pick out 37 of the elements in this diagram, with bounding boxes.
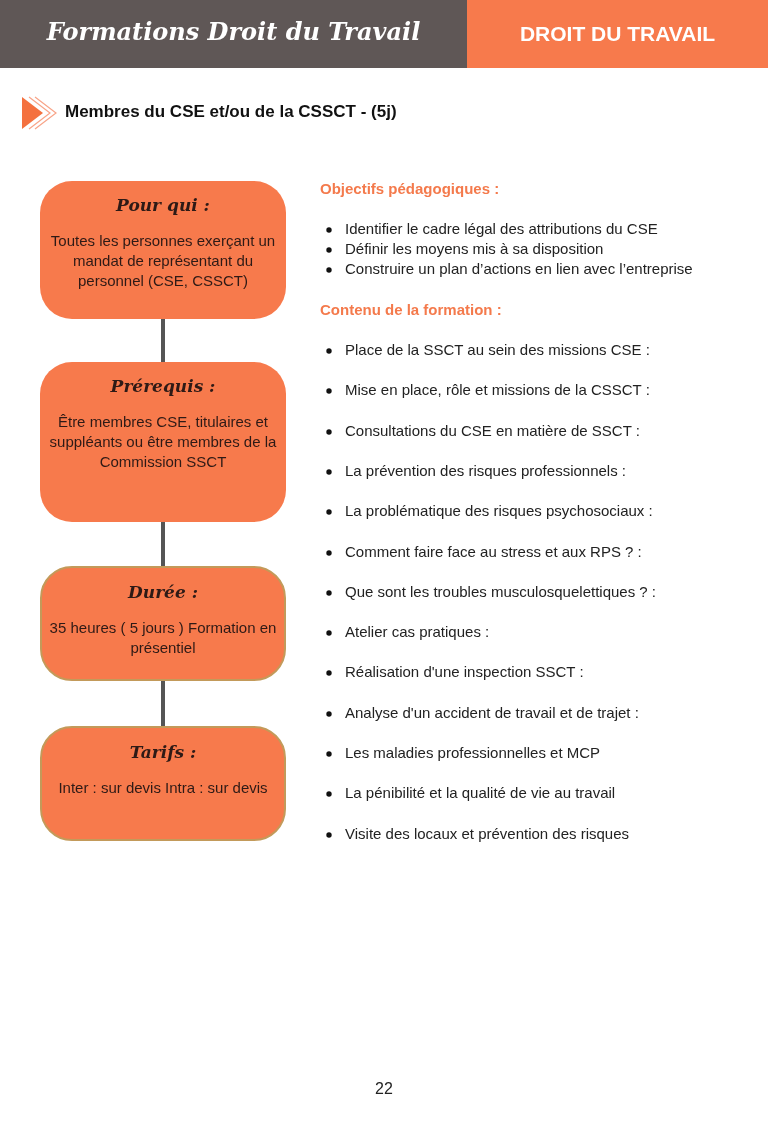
bullet-text: Définir les moyens mis à sa disposition bbox=[345, 240, 604, 257]
bullet-text: Place de la SSCT au sein des missions CSE : bbox=[345, 341, 650, 358]
section-heading: Contenu de la formation : bbox=[320, 301, 502, 318]
page-title: Formations Droit du Travail bbox=[45, 17, 422, 46]
bullet-text: Visite des locaux et prévention des risques bbox=[345, 824, 630, 842]
card-heading: Pour qui : bbox=[116, 195, 210, 215]
info-card bbox=[40, 362, 286, 522]
bullet-text: La prévention des risques professionnels : bbox=[345, 461, 626, 479]
card-text: 35 heures ( 5 jours ) Formation en présentiel bbox=[48, 618, 278, 658]
card-heading: Prérequis : bbox=[110, 376, 216, 396]
connector-line bbox=[161, 522, 165, 566]
bullet-text: Consultations du CSE en matière de SSCT : bbox=[345, 421, 640, 439]
bullet-text: Analyse d'un accident de travail et de trajet : bbox=[345, 703, 639, 721]
card-heading: Tarifs : bbox=[129, 742, 197, 762]
bullet-text: La problématique des risques psychosociaux : bbox=[345, 502, 653, 520]
bullet-text: Que sont les troubles musculosquelettiques ? : bbox=[345, 582, 656, 600]
card-text: Inter : sur devis Intra : sur devis bbox=[58, 778, 268, 798]
card-text: Toutes les personnes exerçant un mandat de représentant du personnel (CSE, CSSCT) bbox=[49, 231, 277, 291]
info-card bbox=[40, 566, 286, 681]
section-heading: Objectifs pédagogiques : bbox=[320, 180, 500, 197]
bullet-text: Comment faire face au stress et aux RPS ? : bbox=[345, 542, 642, 560]
bullet-text: Atelier cas pratiques : bbox=[345, 623, 490, 641]
section-label: DROIT DU TRAVAIL bbox=[518, 22, 717, 46]
bullet-text: Construire un plan d’actions en lien avec l’entreprise bbox=[345, 260, 693, 277]
info-card bbox=[40, 726, 286, 841]
connector-line bbox=[161, 319, 165, 362]
bullet-text: Réalisation d'une inspection SSCT : bbox=[345, 663, 584, 681]
bullet-text: La pénibilité et la qualité de vie au travail bbox=[345, 784, 616, 802]
info-card bbox=[40, 181, 286, 319]
card-heading: Durée : bbox=[128, 582, 198, 602]
card-text: Être membres CSE, titulaires et suppléants ou être membres de la Commission SSCT bbox=[48, 412, 278, 472]
page-number: 22 bbox=[374, 1080, 394, 1098]
connector-line bbox=[161, 681, 165, 726]
course-subtitle: Membres du CSE et/ou de la CSSCT - (5j) bbox=[65, 102, 397, 122]
bullet-text: Identifier le cadre légal des attributions du CSE bbox=[345, 220, 658, 237]
bullet-text: Mise en place, rôle et missions de la CSSCT : bbox=[345, 381, 650, 399]
bullet-text: Les maladies professionnelles et MCP bbox=[345, 744, 601, 761]
